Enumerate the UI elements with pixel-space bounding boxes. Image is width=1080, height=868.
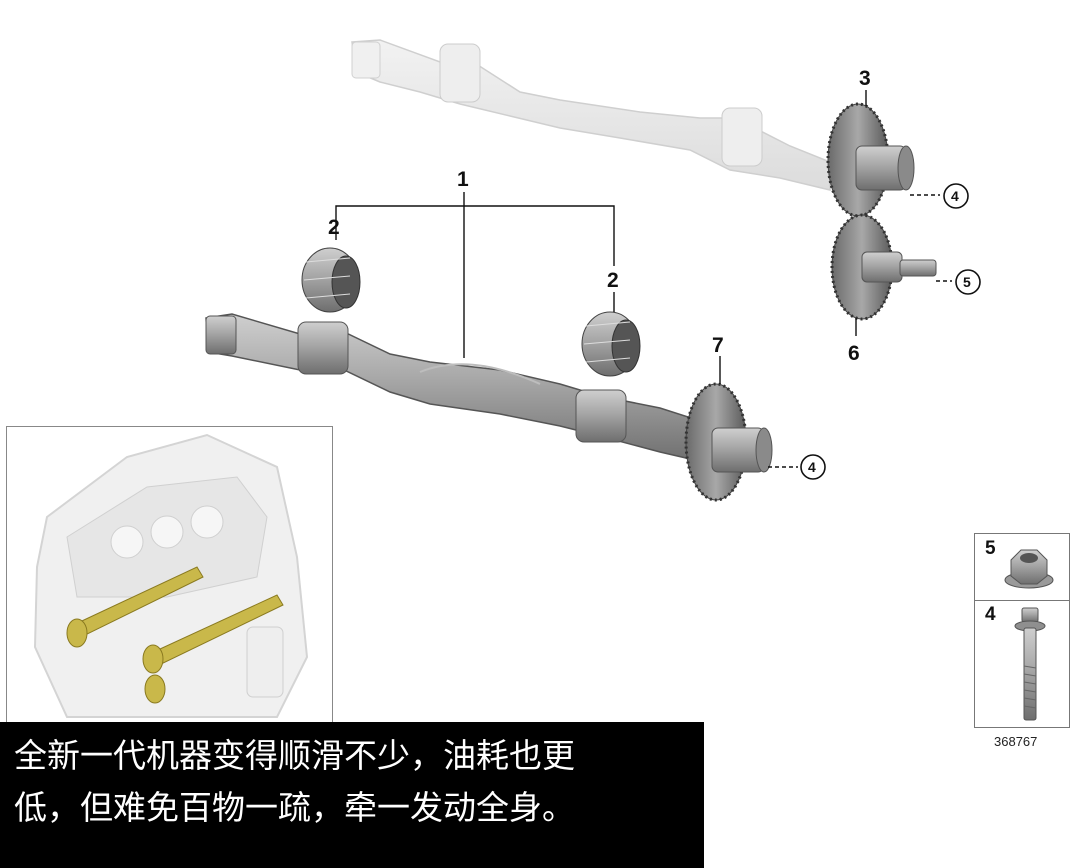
circled-ref-nut: 5 [955, 269, 981, 295]
diagram-reference-number: 368767 [994, 734, 1038, 749]
svg-text:5: 5 [963, 274, 971, 290]
caption-line-1: 全新一代机器变得顺滑不少，油耗也更 [14, 736, 575, 775]
caption-line-2: 低，但难免百物一疏，牵一发动全身。 [14, 788, 575, 827]
callout-1: 1 [457, 168, 469, 191]
callout-6: 6 [848, 342, 860, 365]
callout-2-left: 2 [328, 216, 340, 239]
engine-illustration [33, 433, 309, 718]
needle-bearing-right [581, 311, 641, 377]
lower-gear [684, 382, 773, 502]
caption-overlay: 全新一代机器变得顺滑不少，油耗也更 低，但难免百物一疏，牵一发动全身。 [0, 722, 704, 868]
legend-divider [975, 600, 1069, 601]
flange-nut-icon [1004, 549, 1054, 589]
svg-text:4: 4 [808, 459, 816, 475]
leader-lines [335, 90, 952, 468]
legend-label-nut: 5 [985, 538, 996, 559]
circled-ref-lower-bolt: 4 [800, 454, 826, 480]
hardware-legend: 5 4 [974, 533, 1070, 728]
legend-label-bolt: 4 [985, 604, 996, 625]
callout-2-right: 2 [607, 269, 619, 292]
upper-gear [826, 102, 915, 218]
circled-ref-upper-bolt: 4 [943, 183, 969, 209]
highlighted-shafts [66, 566, 284, 704]
upper-balance-shaft [351, 39, 831, 191]
flange-bolt-icon [1014, 607, 1046, 721]
svg-text:4: 4 [951, 188, 959, 204]
intermediate-gear [830, 213, 937, 321]
needle-bearing-left [301, 247, 361, 313]
callout-3: 3 [859, 67, 871, 90]
callout-7: 7 [712, 334, 724, 357]
engine-location-inset [6, 426, 333, 726]
